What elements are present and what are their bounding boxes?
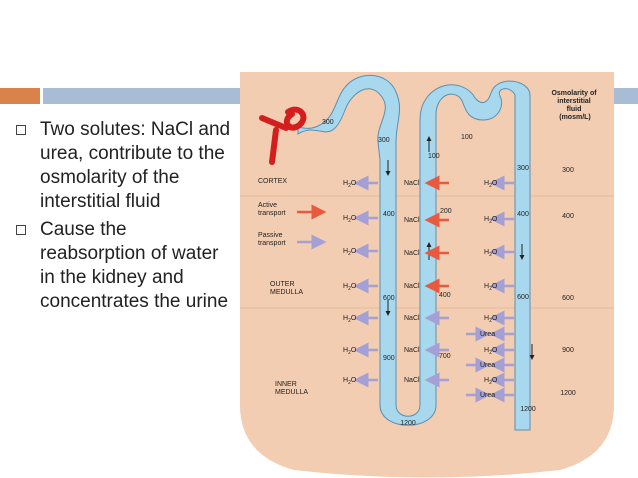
water-efflux-arrows: [353, 175, 378, 388]
urea-label: Urea: [480, 392, 495, 399]
tubule-osmolarity: 600: [517, 294, 529, 301]
bullet-item: Two solutes: NaCl and urea, contribute t…: [14, 118, 234, 214]
water-label: H2O: [484, 283, 498, 292]
tubule-osmolarity: 300: [322, 119, 334, 126]
water-labels: H2O H2O H2O H2O H2O H2O H2O H2O H2O H2O H2O H2O H2O H…: [343, 180, 498, 386]
bullet-text-solutes: Two solutes: NaCl and urea, contribute t…: [40, 119, 231, 212]
title-accent-orange: [0, 88, 40, 104]
water-label: H2O: [343, 315, 357, 324]
water-label: H2O: [484, 347, 498, 356]
scale-value: 1200: [560, 390, 576, 397]
water-label: H2O: [484, 249, 498, 258]
scale-value: 900: [562, 347, 574, 354]
region-label-cortex: CORTEX: [258, 178, 287, 185]
urea-label: Urea: [480, 362, 495, 369]
urea-recycling-arrows: [466, 326, 491, 403]
bullet-text-reabsorption: Cause the reabsorption of water in the k…: [40, 219, 229, 312]
legend-label-passive-transport: Passive transport: [258, 232, 286, 247]
tubule-osmolarity: 600: [383, 295, 395, 302]
region-label-outer-medulla: OUTER MEDULLA: [270, 281, 303, 296]
water-label: H2O: [484, 180, 498, 189]
bullet-item: Cause the reabsorption of water in the k…: [14, 218, 234, 314]
title-accent-blue-left: [43, 88, 240, 104]
water-label: H2O: [484, 216, 498, 225]
scale-value: 400: [562, 213, 574, 220]
nacl-label: NaCl: [404, 283, 420, 290]
water-label: H2O: [343, 283, 357, 292]
tubule-osmolarity: 300: [517, 165, 529, 172]
nacl-label: NaCl: [404, 315, 420, 322]
water-label: H2O: [343, 377, 357, 386]
tubule-osmolarity: 400: [517, 211, 529, 218]
water-label: H2O: [484, 377, 498, 386]
water-label: H2O: [343, 347, 357, 356]
tubule-osmolarity: 200: [440, 208, 452, 215]
tubule-osmolarity: 900: [383, 355, 395, 362]
urea-label: Urea: [480, 331, 495, 338]
tubule-osmolarity: 100: [428, 153, 440, 160]
collecting-duct-arrows: [489, 175, 514, 403]
scale-value: 300: [562, 167, 574, 174]
water-label: H2O: [343, 180, 357, 189]
nacl-efflux-arrows: [424, 175, 449, 388]
tubule-osmolarity: 700: [439, 353, 451, 360]
bullet-marker: [16, 125, 26, 135]
nacl-label: NaCl: [404, 217, 420, 224]
tubule-osmolarity: 1200: [400, 420, 416, 427]
bullet-marker: [16, 225, 26, 235]
title-accent-blue-right: [614, 88, 638, 104]
tubule-osmolarity: 400: [383, 211, 395, 218]
region-label-inner-medulla: INNER MEDULLA: [275, 381, 308, 396]
nacl-label: NaCl: [404, 180, 420, 187]
tubule-osmolarity: 300: [378, 137, 390, 144]
nacl-label: NaCl: [404, 250, 420, 257]
bullet-list: Two solutes: NaCl and urea, contribute t…: [14, 118, 234, 318]
water-label: H2O: [343, 248, 357, 257]
water-label: H2O: [484, 315, 498, 324]
osmolarity-header: Osmolarity of interstitial fluid (mosm/L…: [551, 90, 598, 121]
scale-value: 600: [562, 295, 574, 302]
tubule-osmolarity: 400: [439, 292, 451, 299]
tubule-osmolarity: 1200: [520, 406, 536, 413]
nacl-label: NaCl: [404, 347, 420, 354]
nacl-label: NaCl: [404, 377, 420, 384]
glomerulus-icon: [259, 106, 307, 165]
tubule-osmolarity: 100: [461, 134, 473, 141]
nephron-tubule: [297, 74, 531, 431]
water-label: H2O: [343, 215, 357, 224]
legend-label-active-transport: Active transport: [258, 202, 286, 217]
